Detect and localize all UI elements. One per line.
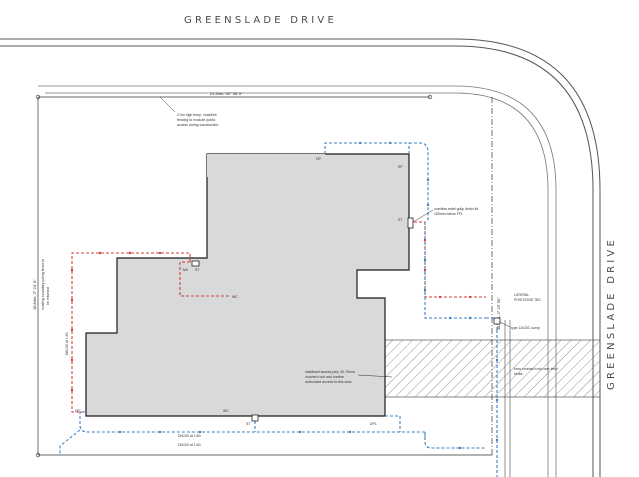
- label-dp-bottom: DP1: [370, 422, 377, 426]
- street-name-right: GREENSLADE DRIVE: [606, 237, 617, 390]
- left-fence-note-1: existing boundary paling fence to: [41, 259, 45, 310]
- label-dp-left: DP: [75, 409, 81, 413]
- label-mv: MV: [183, 268, 189, 272]
- sewer-lines: [71, 221, 486, 413]
- dim-node: [427, 94, 433, 100]
- kerb-note-2: kerbs: [514, 372, 523, 376]
- access-pad: [382, 339, 601, 398]
- footpath-edge-inner: [45, 92, 549, 477]
- fence-note-1: 2.0m high temp. chainlink: [177, 113, 217, 117]
- gully: [407, 217, 414, 229]
- dn-bottom-1: DN100 at 1:60: [178, 434, 201, 438]
- lateral-note-1: LATERAL: [514, 293, 529, 297]
- fence-leader: [159, 96, 176, 113]
- pad-note-1: stabilised access pad, 40-70mm: [305, 370, 355, 374]
- footpath-edge: [38, 85, 557, 477]
- dn-left: DN100 at 1:60: [65, 332, 69, 355]
- sewer-nodes: [70, 238, 472, 392]
- building-notch: [207, 154, 325, 177]
- dn-bottom-2: DN100 at 1:60: [178, 443, 201, 447]
- road-edge-inner: [0, 45, 594, 477]
- left-fence-note-2: be retained: [46, 287, 50, 305]
- street-name-top: GREENSLADE DRIVE: [184, 15, 337, 26]
- fence-note-3: access during construction: [177, 123, 218, 127]
- gully-leader: [412, 209, 434, 223]
- pad-note-2: crushed rock and confine: [305, 375, 344, 379]
- label-st-mid: ST: [195, 268, 200, 272]
- label-wc-bottom: WC: [223, 409, 229, 413]
- fence-note-2: fencing to exclude public: [177, 118, 216, 122]
- stormwater-nodes: [118, 141, 499, 450]
- label-wc: WC: [232, 295, 238, 299]
- gully-note-1: overflow relief gully, finish lid: [434, 207, 478, 211]
- label-dp-top: DP: [316, 157, 322, 161]
- sump-pit: [493, 317, 501, 325]
- mv-pit: [191, 260, 200, 267]
- gully-note-2: 150mm below FFL: [434, 212, 463, 216]
- label-st-right: ST: [398, 218, 403, 222]
- sump-note: type 1A/23C sump: [511, 326, 540, 330]
- pad-note-3: authorised access to this area: [305, 380, 352, 384]
- stormwater-lines: [59, 142, 498, 477]
- pad-leader: [357, 374, 393, 378]
- building-footprint: [85, 153, 410, 417]
- kerb-note-1: form crushed rock over kerb: [514, 367, 558, 371]
- sump-leader: [499, 321, 511, 328]
- top-boundary-label: 21.40m, 92° 35' 0": [210, 91, 243, 96]
- label-st-bottom: ST: [246, 422, 251, 426]
- label-sp-top: SP: [398, 165, 403, 169]
- right-boundary-label: 18.56m, 2° 25' 50": [496, 297, 501, 330]
- left-boundary-label: 18.84m, 2° 24' 0": [32, 279, 37, 310]
- road-edge-outer: [0, 38, 601, 477]
- st-pit-bottom: [251, 414, 259, 422]
- lateral-note-2: POSITIONS TBC: [514, 298, 541, 302]
